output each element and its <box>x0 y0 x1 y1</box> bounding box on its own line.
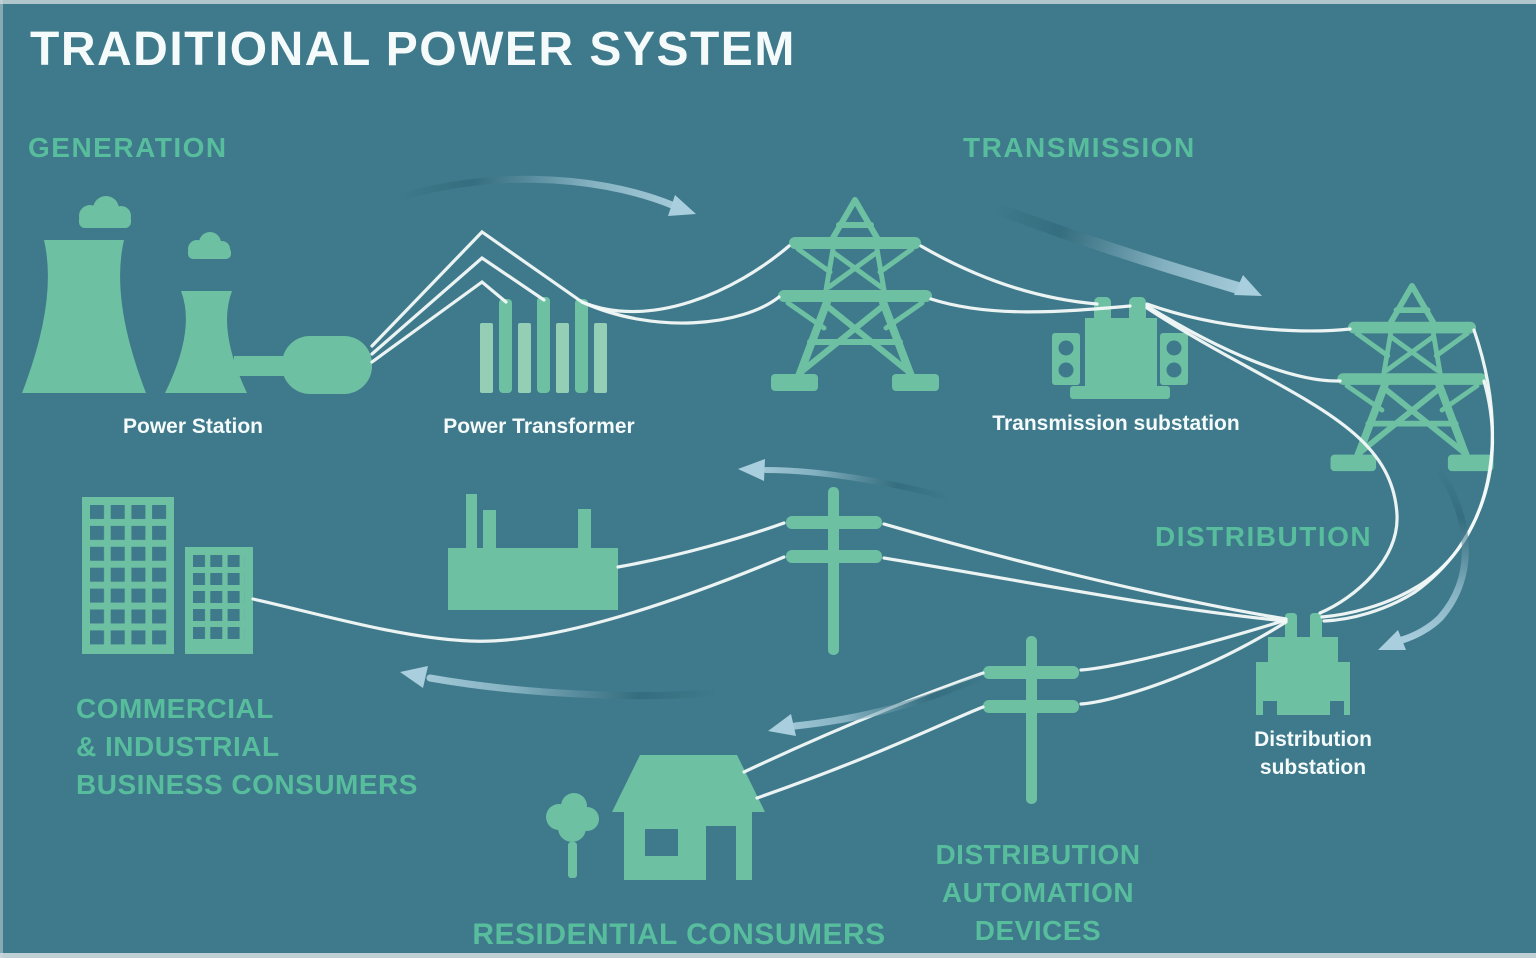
page-title: TRADITIONAL POWER SYSTEM <box>30 23 796 76</box>
factory-icon <box>448 494 618 610</box>
caption-transmission-substation: Transmission substation <box>992 412 1240 435</box>
power-station-icon <box>22 196 372 394</box>
caption-distribution-substation-line1: Distribution <box>1254 728 1372 751</box>
section-label-generation: GENERATION <box>28 132 228 163</box>
section-label-distribution: DISTRIBUTION <box>1155 521 1373 552</box>
flow-arrows <box>394 175 1469 736</box>
flow-arrow-to-factory-icon <box>738 459 953 501</box>
steam-cloud-icon <box>79 196 231 259</box>
distribution-substation-icon <box>1256 613 1350 715</box>
utility-pole-2-icon <box>983 636 1079 804</box>
cooling-tower-small-icon <box>165 291 247 393</box>
flow-arrow-to-distribution-substation-icon <box>1378 464 1469 650</box>
power-transformer-icon <box>480 297 607 393</box>
caption-power-transformer: Power Transformer <box>443 415 635 438</box>
house-and-tree-icon <box>546 755 765 880</box>
flow-arrow-to-residential-icon <box>768 671 989 736</box>
label-automation-line2: AUTOMATION <box>941 877 1135 908</box>
transmission-tower-1-icon <box>771 200 939 391</box>
frame-edge-bottom <box>0 953 1536 958</box>
flow-arrow-generation-to-transmission-icon <box>394 175 696 216</box>
cooling-tower-large-icon <box>22 240 146 393</box>
label-distribution-automation: DISTRIBUTION AUTOMATION DEVICES <box>935 836 1140 950</box>
transmission-substation-icon <box>1052 297 1188 399</box>
transmission-tower-2-icon <box>1331 286 1494 471</box>
frame-edge-top <box>0 0 1536 4</box>
office-buildings-icon <box>82 497 253 654</box>
flow-arrow-to-commercial-icon <box>400 666 722 700</box>
section-label-transmission: TRANSMISSION <box>963 132 1196 163</box>
label-residential-consumers: RESIDENTIAL CONSUMERS <box>472 918 886 951</box>
label-commercial-line1: COMMERCIAL <box>76 693 274 724</box>
label-commercial-consumers: COMMERCIAL & INDUSTRIAL BUSINESS CONSUME… <box>76 690 418 804</box>
label-commercial-line2: & INDUSTRIAL <box>76 731 280 762</box>
label-commercial-line3: BUSINESS CONSUMERS <box>76 769 418 800</box>
generator-icon <box>282 336 372 394</box>
caption-distribution-substation-line2: substation <box>1259 756 1367 779</box>
label-automation-line1: DISTRIBUTION <box>935 839 1141 870</box>
frame-edge-left <box>0 0 3 958</box>
label-automation-line3: DEVICES <box>974 915 1102 946</box>
power-lines <box>251 229 1495 800</box>
caption-power-station: Power Station <box>122 415 264 438</box>
caption-distribution-substation: Distribution substation <box>1254 726 1372 782</box>
flow-arrow-transmission-icon <box>989 202 1262 296</box>
utility-pole-1-icon <box>786 487 882 655</box>
